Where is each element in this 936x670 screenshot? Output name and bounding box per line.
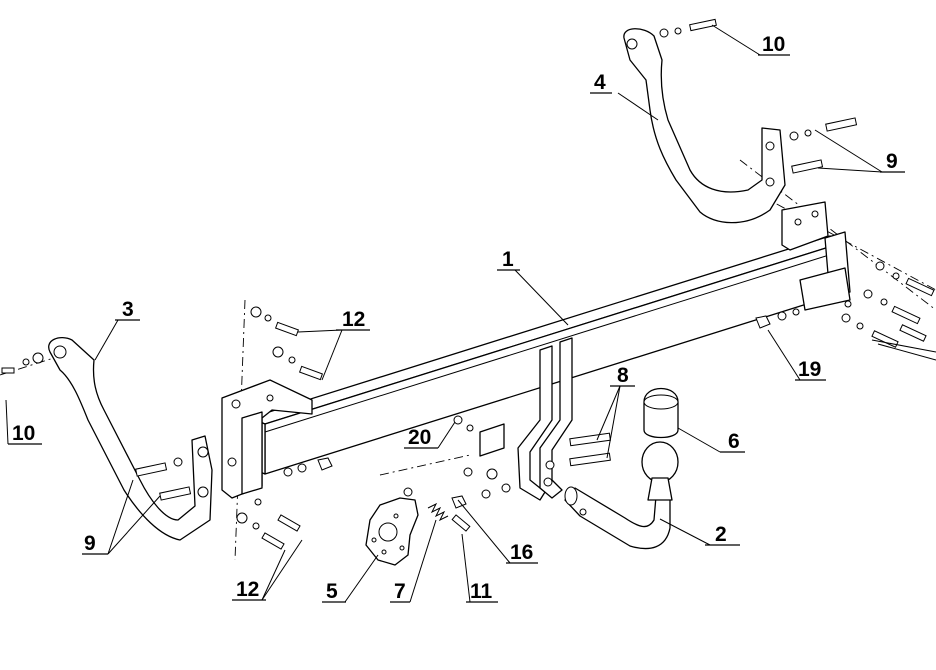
right-mounting-bracket xyxy=(781,201,851,311)
callout-12-upper: 12 xyxy=(342,308,365,331)
callout-16: 16 xyxy=(510,541,533,564)
callout-4: 4 xyxy=(594,71,606,94)
callout-19: 19 xyxy=(798,358,821,381)
main-cross-beam xyxy=(249,231,851,475)
right-side-arm xyxy=(623,28,786,224)
callout-2: 2 xyxy=(715,523,727,546)
callout-5: 5 xyxy=(326,580,338,603)
callout-20: 20 xyxy=(408,426,431,449)
callout-3: 3 xyxy=(122,298,134,321)
ball-mount-bracket xyxy=(479,337,573,501)
callout-10-right: 10 xyxy=(762,33,785,56)
callout-labels: 1 2 3 4 5 6 7 8 9 9 10 10 11 12 12 16 19… xyxy=(12,33,898,603)
callout-9-left: 9 xyxy=(84,532,96,555)
callout-1: 1 xyxy=(502,248,514,271)
callout-9-right: 9 xyxy=(886,150,898,173)
spring xyxy=(427,502,449,522)
callout-12-lower: 12 xyxy=(236,578,259,601)
tow-ball xyxy=(641,441,679,501)
callout-10-left: 10 xyxy=(12,422,35,445)
left-mounting-bracket xyxy=(221,379,313,499)
callout-6: 6 xyxy=(728,430,740,453)
left-side-arm xyxy=(48,337,213,541)
callout-11: 11 xyxy=(470,580,493,603)
fasteners xyxy=(1,18,935,550)
callout-8: 8 xyxy=(617,364,629,387)
callout-7: 7 xyxy=(394,580,406,603)
ball-cap xyxy=(643,388,679,439)
callout-leaders xyxy=(5,24,936,603)
ball-neck xyxy=(564,486,671,550)
socket-plate xyxy=(365,487,419,566)
